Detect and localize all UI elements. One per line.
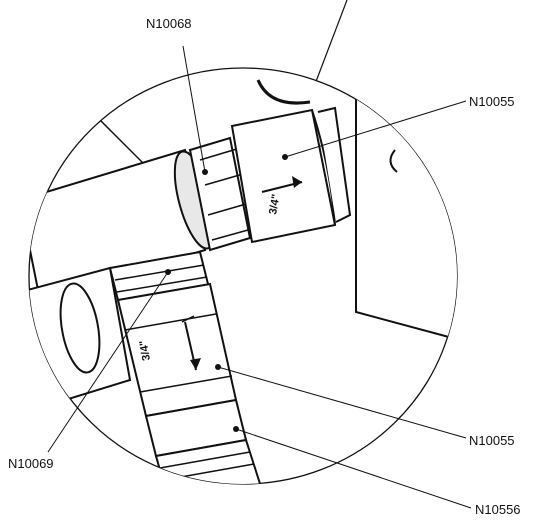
callout-top-fitting: N10068 <box>146 16 192 31</box>
leader-dots <box>165 154 288 432</box>
external-pointer-line <box>311 0 348 93</box>
callout-lower-fitting: N10069 <box>8 456 54 471</box>
upper-check-valve: 3/4" <box>230 106 352 244</box>
callout-bottom-ring: N10556 <box>475 502 521 517</box>
bottom-ring-fitting <box>144 398 264 484</box>
callout-upper-valve: N10055 <box>469 94 515 109</box>
upper-fitting-nut <box>188 136 252 252</box>
lower-valve-size-marking: 3/4" <box>138 339 153 361</box>
leader-lines <box>47 45 472 509</box>
lower-check-valve: 3/4" <box>116 282 238 418</box>
detail-contents: 3/4" 3/4" <box>29 79 457 484</box>
upper-valve-size-marking: 3/4" <box>267 193 282 215</box>
callout-lower-valve: N10055 <box>469 433 515 448</box>
